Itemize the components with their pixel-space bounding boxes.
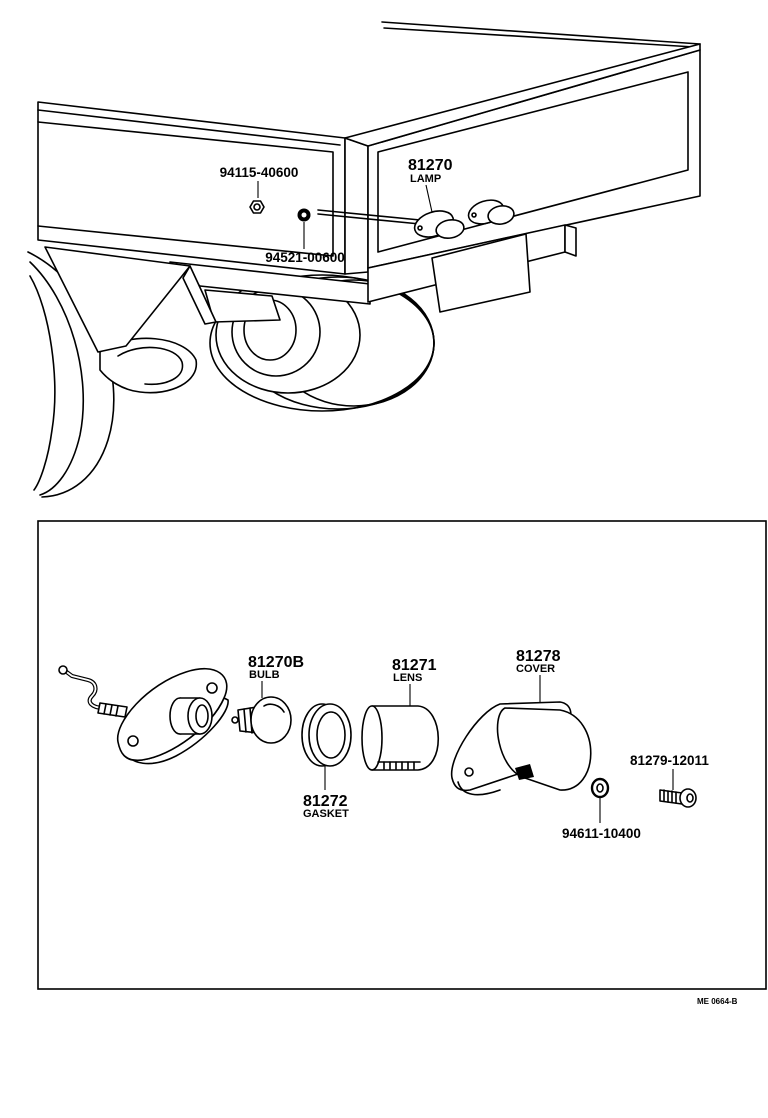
bulb: [231, 696, 292, 744]
bed-side-wall: [37, 101, 346, 275]
exploded-view-frame: [37, 520, 767, 990]
screw-part-number: 81279-12011: [630, 753, 709, 768]
chassis: [44, 246, 371, 353]
lamp-part-number: 81270: [408, 157, 453, 174]
washer-top: [297, 208, 311, 222]
washer-top-part-number: 94521-00600: [265, 250, 345, 265]
corner-post: [344, 137, 369, 275]
license-lamp-right: [467, 199, 515, 225]
cover-part-number: 81278: [516, 648, 561, 665]
lens-part-name: LENS: [393, 672, 422, 684]
exploded-view: 81270B BULB 81271 LENS 81278 COVER 81272…: [37, 520, 767, 990]
lamp-wire: [58, 665, 128, 718]
bulb-part-number: 81270B: [248, 654, 304, 671]
gasket-part-name: GASKET: [303, 808, 349, 820]
nut: [249, 200, 265, 214]
nut-part-number: 94115-40600: [220, 165, 299, 180]
washer-part-number: 94611-10400: [562, 826, 641, 841]
diagram-reference-code: ME 0664-B: [697, 997, 738, 1006]
bulb-part-name: BULB: [249, 669, 280, 681]
license-lamp-left: [413, 210, 465, 239]
cover-part-name: COVER: [516, 663, 555, 675]
lamp-base: [117, 667, 229, 765]
lamp-wire-top: [317, 209, 421, 225]
left-tire: [27, 251, 198, 498]
gasket-part-number: 81272: [303, 793, 348, 810]
lamp-leader-line: [425, 184, 433, 213]
cover: [450, 701, 592, 796]
truck-bed-view: 94115-40600 81270 LAMP 94521-00600: [27, 21, 701, 498]
lens: [361, 705, 439, 771]
gasket: [301, 703, 352, 767]
mud-flap: [431, 233, 531, 313]
lamp-part-name: LAMP: [410, 173, 441, 185]
screw: [659, 788, 697, 808]
bed-top-rim: [381, 21, 701, 48]
lens-part-number: 81271: [392, 657, 437, 674]
washer: [590, 777, 610, 799]
